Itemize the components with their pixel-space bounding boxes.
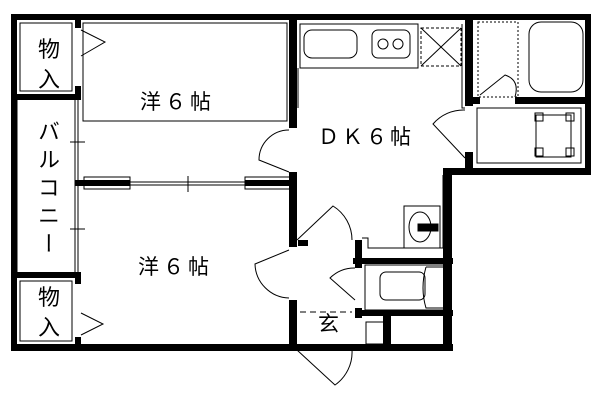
dining-kitchen-label: ＤＫ６帖 bbox=[318, 125, 414, 149]
entrance-label: 玄 bbox=[318, 312, 339, 336]
closet-top-label: 物入 bbox=[38, 38, 61, 93]
walls bbox=[11, 14, 591, 351]
fixtures bbox=[16, 21, 584, 386]
western-room-top-label: 洋６帖 bbox=[140, 90, 215, 114]
closet-bottom-label: 物入 bbox=[38, 286, 61, 341]
balcony-label: バルコニー bbox=[34, 120, 59, 260]
western-room-bottom-label: 洋６帖 bbox=[138, 255, 213, 279]
